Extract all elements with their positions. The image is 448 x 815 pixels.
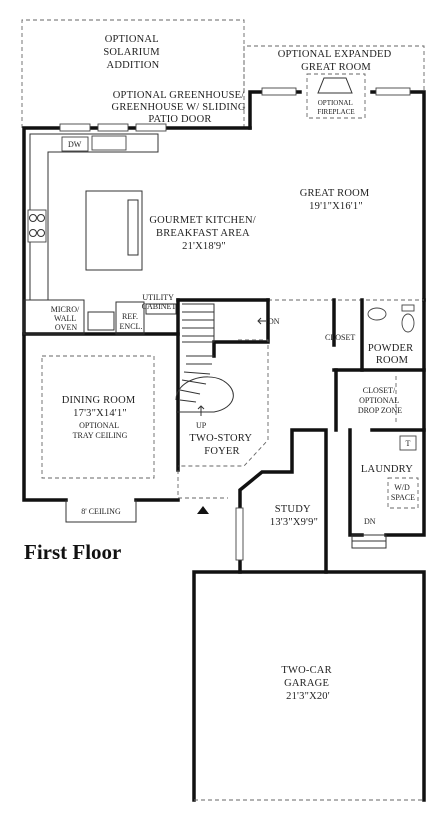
kitchen-window — [59, 123, 91, 132]
pantry-cabinet — [87, 311, 115, 331]
ceiling-8-label: 8' CEILING — [81, 507, 121, 516]
kitchen-island — [85, 190, 143, 271]
study-label: STUDY 13'3"X9'9" — [270, 504, 318, 528]
sink — [91, 135, 127, 151]
curved-stair — [175, 376, 234, 413]
laundry-wall — [348, 428, 364, 537]
stair-wall — [212, 298, 270, 358]
kitchen-counter — [29, 133, 159, 301]
island-seat — [127, 199, 139, 256]
expanded-great-room-outline — [243, 45, 425, 92]
solarium-outline — [21, 19, 245, 128]
water-heater-label: T — [406, 439, 411, 448]
tray-ceiling-label: OPTIONAL TRAY CEILING — [73, 421, 128, 440]
garage-wall — [192, 570, 426, 802]
solarium-label: OPTIONAL SOLARIUM ADDITION — [103, 34, 162, 71]
cooktop — [27, 209, 47, 243]
dining-label: DINING ROOM 17'3"X14'1" — [62, 395, 138, 419]
micro-wall-oven — [23, 299, 85, 335]
exterior-wall-east — [384, 298, 426, 537]
stair-treads — [179, 311, 214, 403]
up-arrow — [197, 405, 205, 416]
utility-cabinet-label: UTILITY CABINET — [142, 293, 177, 311]
laundry-label: LAUNDRY — [361, 464, 413, 475]
up-label: UP — [196, 421, 207, 430]
study-window — [235, 507, 244, 561]
foyer-label: TWO-STORY FOYER — [189, 433, 254, 457]
dn-label-garage: DN — [364, 517, 376, 526]
wd-space-outline — [387, 477, 419, 509]
kitchen-window-3 — [135, 123, 167, 132]
fireplace-outline — [306, 73, 366, 119]
ref-enclosure-label: REF. ENCL. — [120, 312, 143, 331]
entry-threshold — [177, 470, 228, 499]
kitchen-window-2 — [97, 123, 129, 132]
water-heater — [399, 435, 417, 451]
foyer-dashed-area — [178, 339, 269, 467]
bay-window — [65, 500, 137, 523]
dishwasher-label: DW — [68, 140, 82, 149]
study-wall — [238, 428, 328, 574]
drop-zone-label: CLOSET/ OPTIONAL DROP ZONE — [358, 386, 402, 415]
great-room-label: GREAT ROOM 19'1"X16'1" — [300, 188, 373, 212]
closet-label: CLOSET — [325, 333, 355, 342]
dn-arrow-stair — [257, 317, 266, 325]
expanded-great-room-label: OPTIONAL EXPANDED GREAT ROOM — [278, 49, 395, 73]
fireplace-hearth — [317, 77, 353, 94]
floor-title: First Floor — [24, 540, 122, 564]
powder-room-label: POWDER ROOM — [368, 343, 416, 366]
powder-sink — [367, 307, 387, 321]
dishwasher — [61, 136, 89, 152]
great-room-window-2 — [375, 87, 411, 96]
wd-space-label: W/D SPACE — [391, 483, 415, 502]
ref-enclosure — [115, 301, 145, 335]
drop-zone-wall — [334, 368, 426, 432]
great-room-window — [261, 87, 297, 96]
dn-label-stair: DN — [268, 317, 280, 326]
greenhouse-label: OPTIONAL GREENHOUSE/ GREENHOUSE W/ SLIDI… — [112, 90, 249, 125]
kitchen-label: GOURMET KITCHEN/ BREAKFAST AREA 21'X18'9… — [149, 215, 258, 252]
fireplace-label: OPTIONAL FIREPLACE — [317, 99, 354, 116]
entry-arrow — [197, 506, 209, 514]
powder-toilet — [401, 313, 415, 333]
utility-cabinet — [145, 303, 177, 315]
stair-outline — [182, 303, 215, 357]
micro-wall-oven-label: MICRO/ WALL OVEN — [51, 305, 81, 332]
tray-ceiling-outline — [41, 355, 155, 479]
garage-label: TWO-CAR GARAGE 21'3"X20' — [281, 665, 334, 702]
garage-steps — [351, 534, 387, 549]
